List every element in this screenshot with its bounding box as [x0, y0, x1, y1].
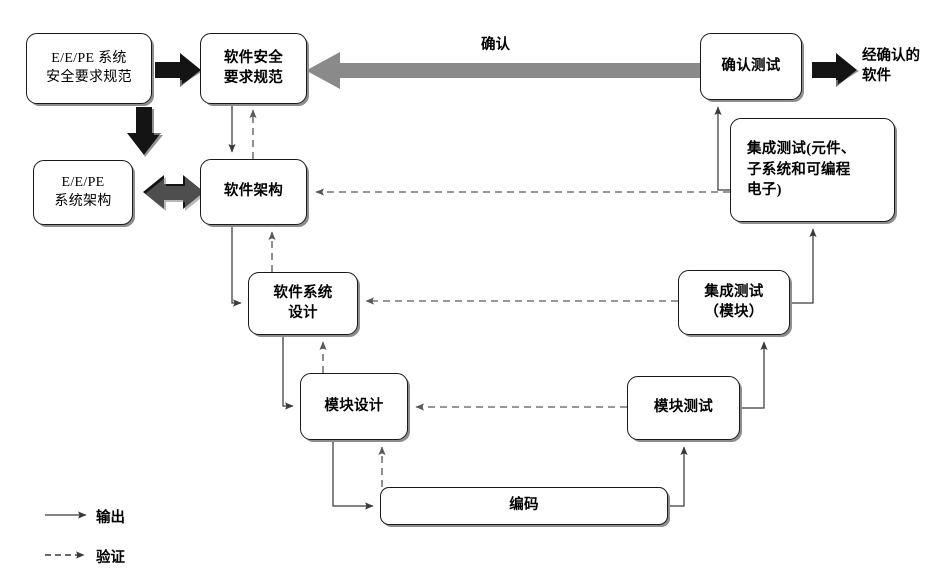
node-label: E/E/PE 系统架构 — [54, 174, 112, 209]
node-software-safety-requirements[interactable]: 软件安全 要求规范 — [200, 33, 307, 104]
node-coding[interactable]: 编码 — [380, 487, 668, 525]
node-label: E/E/PE 系统 安全要求规范 — [46, 50, 132, 85]
node-label: 集成测试 （模块） — [704, 284, 764, 320]
node-module-test[interactable]: 模块测试 — [627, 376, 740, 440]
node-label: 集成测试(元件、 子系统和可编程 电子) — [747, 141, 856, 199]
node-label: 软件系统 设计 — [273, 285, 333, 321]
node-label: 编码 — [509, 497, 539, 514]
validation-arrow — [306, 52, 700, 89]
node-module-design[interactable]: 模块设计 — [300, 373, 408, 440]
node-label: 模块设计 — [324, 397, 384, 414]
node-label: 模块测试 — [653, 399, 714, 416]
node-eepe-safety-requirements[interactable]: E/E/PE 系统 安全要求规范 — [26, 33, 152, 104]
node-software-system-design[interactable]: 软件系统 设计 — [248, 272, 358, 335]
block-arrow-req-to-arch — [127, 107, 163, 157]
edge-label-validated-software: 经确认的 软件 — [862, 48, 920, 84]
legend-label-verification: 验证 — [96, 550, 125, 566]
node-integration-test-components[interactable]: 集成测试(元件、 子系统和可编程 电子) — [730, 118, 895, 222]
node-eepe-architecture[interactable]: E/E/PE 系统架构 — [33, 160, 133, 225]
node-software-architecture[interactable]: 软件架构 — [200, 159, 307, 225]
edge-label-validation: 确认 — [481, 37, 510, 53]
block-arrow-to-validated-software — [812, 53, 859, 87]
node-label: 软件安全 要求规范 — [223, 50, 284, 86]
node-integration-test-module[interactable]: 集成测试 （模块） — [678, 270, 790, 335]
legend-label-output: 输出 — [96, 510, 125, 526]
node-label: 软件架构 — [223, 183, 284, 200]
block-arrow-arch-bidirectional — [143, 175, 206, 211]
block-arrow-req-to-swreq — [155, 53, 203, 87]
node-validation-test[interactable]: 确认测试 — [700, 33, 802, 100]
node-label: 确认测试 — [721, 57, 781, 74]
legend-arrows — [45, 511, 87, 559]
